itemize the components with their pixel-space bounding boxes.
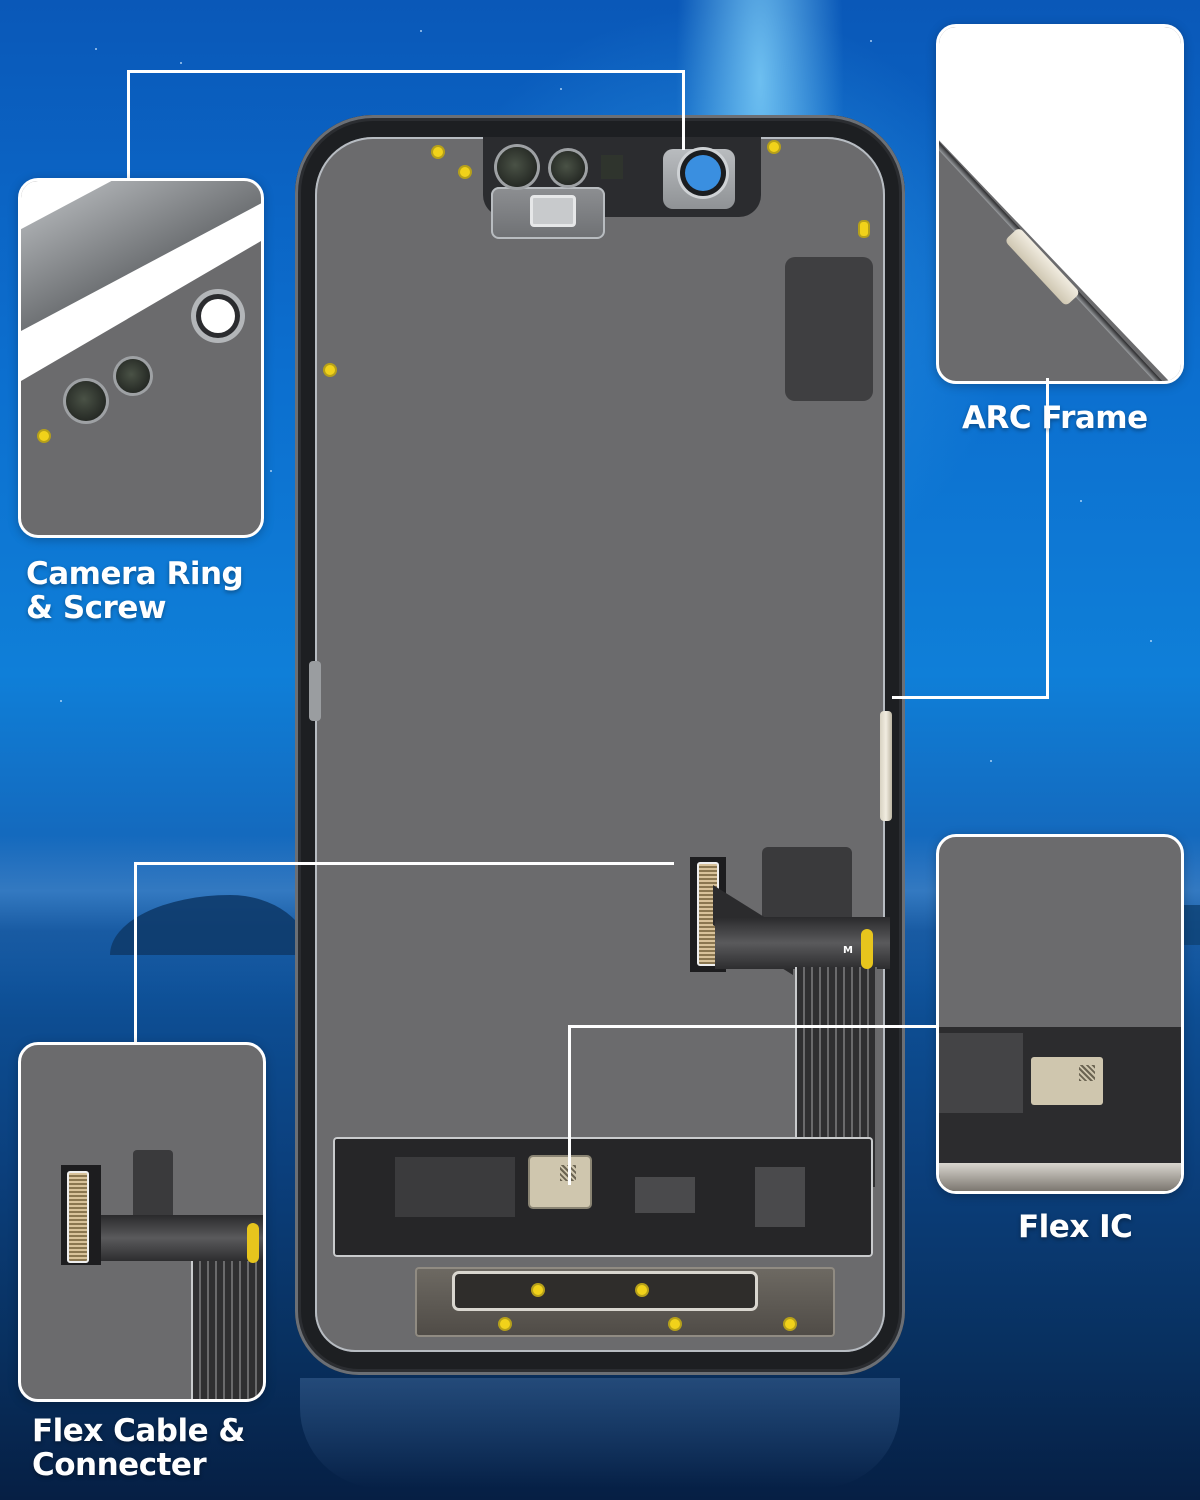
flex-band-closeup xyxy=(101,1215,263,1261)
camera-ring-detail-panel xyxy=(18,178,264,538)
insulation-tape xyxy=(635,1177,695,1213)
leader-line-camera xyxy=(682,70,685,150)
bottom-metal-slot xyxy=(455,1274,755,1308)
star xyxy=(420,30,422,32)
flex-marking: M xyxy=(843,945,853,956)
insulation-tape xyxy=(395,1157,515,1217)
flex-cable-label: Flex Cable & Connecter xyxy=(32,1414,245,1482)
star xyxy=(990,760,992,762)
sensor-icon xyxy=(66,381,106,421)
contact-dot xyxy=(533,1285,543,1295)
leader-line-flex-cable xyxy=(134,862,674,865)
flex-cable-label-line2: Connecter xyxy=(32,1447,207,1483)
sensor-icon xyxy=(497,147,537,187)
leader-line-flex-ic xyxy=(568,1025,571,1185)
contact-dot xyxy=(670,1319,680,1329)
leader-line-flex-cable xyxy=(134,862,137,1044)
metal-plate-closeup xyxy=(939,1163,1181,1191)
flex-connector-icon xyxy=(67,1171,89,1263)
flex-contact-pad xyxy=(247,1223,259,1263)
flex-cable-band xyxy=(715,917,890,969)
contact-dot xyxy=(637,1285,647,1295)
camera-ring-label-line2: & Screw xyxy=(26,590,166,626)
contact-dot xyxy=(785,1319,795,1329)
proximity-sensor xyxy=(601,155,623,179)
contact-dot xyxy=(433,147,443,157)
side-clip-left xyxy=(309,661,321,721)
flex-contact-pad xyxy=(861,929,873,969)
leader-line-arc xyxy=(892,696,1049,699)
star xyxy=(270,470,272,472)
contact-dot xyxy=(460,167,470,177)
camera-ring-closeup-icon xyxy=(201,299,235,333)
arc-frame-detail-panel xyxy=(936,24,1184,384)
camera-ring-label: Camera Ring & Screw xyxy=(26,556,244,626)
flex-ic-label: Flex IC xyxy=(1018,1209,1133,1245)
display-screen: M xyxy=(309,137,892,1352)
contact-dot xyxy=(39,431,49,441)
sensor-pad xyxy=(785,257,873,401)
camera-lens-icon xyxy=(685,155,721,191)
star xyxy=(180,62,182,64)
phone-reflection xyxy=(300,1378,900,1488)
arc-frame-clip xyxy=(880,711,892,821)
leader-line-camera xyxy=(127,70,130,180)
camera-ring-label-line1: Camera Ring xyxy=(26,556,244,592)
leader-line-arc xyxy=(1046,378,1049,698)
star xyxy=(95,48,97,50)
star xyxy=(560,88,562,90)
sensor-icon xyxy=(116,359,150,393)
star xyxy=(1150,640,1152,642)
flex-vertical-closeup xyxy=(191,1261,263,1399)
panel-white-area xyxy=(939,27,1181,381)
flex-cable-detail-panel xyxy=(18,1042,266,1402)
star xyxy=(60,700,62,702)
insulation-tape xyxy=(755,1167,805,1227)
contact-dot xyxy=(860,222,868,236)
star xyxy=(1080,500,1082,502)
flex-ic-detail-panel xyxy=(936,834,1184,1194)
tape-closeup xyxy=(939,1033,1023,1113)
star xyxy=(870,40,872,42)
sensor-icon xyxy=(551,151,585,185)
contact-dot xyxy=(500,1319,510,1329)
flex-cable-label-line1: Flex Cable & xyxy=(32,1413,245,1449)
leader-line-camera xyxy=(127,70,684,73)
contact-dot xyxy=(325,365,335,375)
speaker-grill-icon xyxy=(530,195,576,227)
arc-frame-label: ARC Frame xyxy=(962,400,1148,436)
leader-line-flex-ic xyxy=(568,1025,938,1028)
phone-display-assembly: M xyxy=(295,115,905,1375)
contact-dot xyxy=(769,142,779,152)
qr-code-icon xyxy=(1079,1065,1095,1081)
